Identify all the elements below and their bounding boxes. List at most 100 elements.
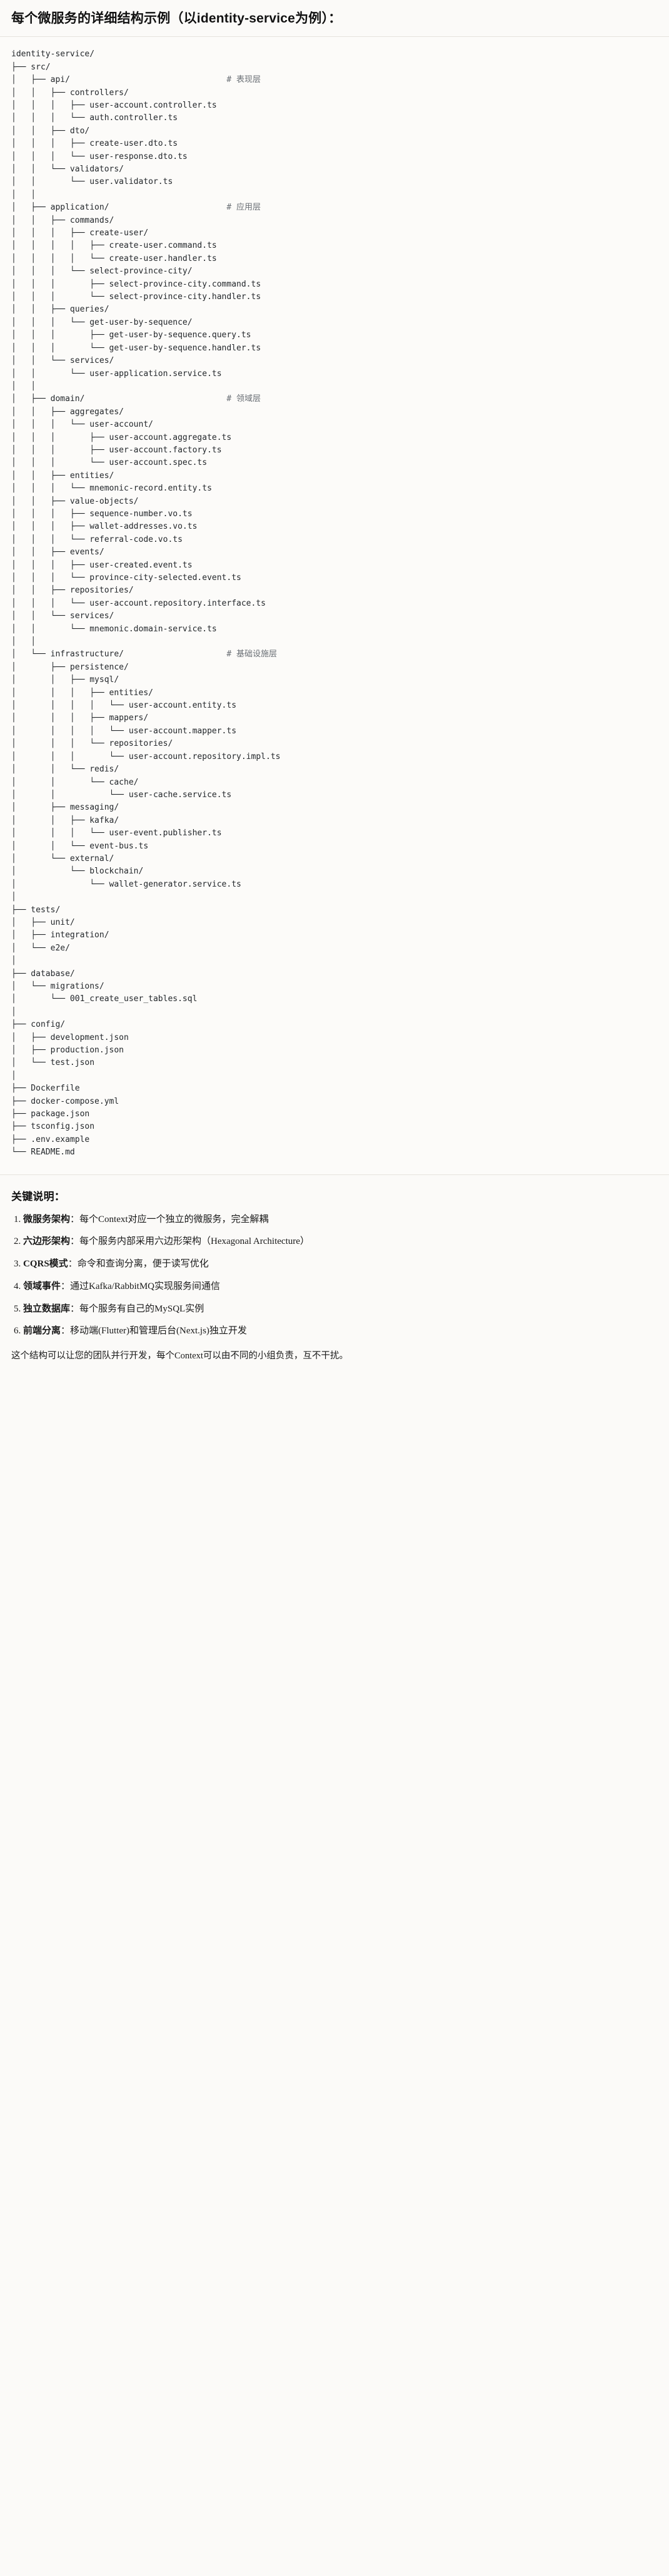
tree-divider bbox=[0, 1174, 669, 1175]
key-note-item: 3. CQRS模式：命令和查询分离，便于读写优化 bbox=[13, 1258, 658, 1271]
tree-line: │ └── infrastructure/ # 基础设施层 bbox=[11, 649, 278, 659]
tree-line: │ │ │ │ ├── create-user.command.ts bbox=[11, 241, 217, 251]
tree-line: │ │ └── mnemonic.domain-service.ts bbox=[11, 624, 217, 634]
key-note-text: 命令和查询分离，便于读写优化 bbox=[77, 1259, 209, 1270]
tree-line: │ ├── unit/ bbox=[11, 917, 75, 927]
tree-line: │ │ bbox=[11, 381, 36, 391]
tree-line: │ │ │ ├── user-account.factory.ts bbox=[11, 445, 222, 455]
tree-line: │ ├── messaging/ bbox=[11, 803, 119, 813]
tree-line: │ │ │ └── get-user-by-sequence/ bbox=[11, 317, 193, 327]
tree-line: identity-service/ bbox=[11, 49, 95, 59]
tree-layer-comment: # 基础设施层 bbox=[226, 649, 278, 659]
tree-layer-comment: # 表现层 bbox=[226, 75, 261, 85]
key-note-separator: ： bbox=[70, 1236, 80, 1247]
key-note-term: 前端分离 bbox=[23, 1326, 61, 1336]
tree-line: │ │ │ └── repositories/ bbox=[11, 739, 173, 749]
tree-line: │ ├── domain/ # 领域层 bbox=[11, 394, 261, 404]
tree-line: │ bbox=[11, 1071, 16, 1081]
tree-line: │ │ │ ├── user-account.controller.ts bbox=[11, 100, 217, 110]
tree-line: │ └── wallet-generator.service.ts bbox=[11, 879, 241, 889]
tree-line: │ │ └── services/ bbox=[11, 611, 114, 621]
tree-line: │ └── 001_create_user_tables.sql bbox=[11, 994, 198, 1004]
tree-line: │ bbox=[11, 892, 16, 902]
tree-line: │ │ ├── value-objects/ bbox=[11, 496, 139, 506]
key-note-separator: ： bbox=[70, 1214, 80, 1224]
key-note-text: 每个服务内部采用六边形架构（Hexagonal Architecture） bbox=[79, 1236, 309, 1247]
tree-line: │ │ │ └── user-account.repository.impl.t… bbox=[11, 751, 281, 761]
key-notes-list: 1. 微服务架构：每个Context对应一个独立的微服务，完全解耦 2. 六边形架… bbox=[11, 1213, 658, 1339]
tree-line: │ │ └── cache/ bbox=[11, 777, 139, 787]
tree-line: │ │ │ └── mnemonic-record.entity.ts bbox=[11, 484, 212, 494]
tree-line: │ │ │ ├── user-account.aggregate.ts bbox=[11, 432, 232, 442]
tree-line: │ │ │ ├── create-user.dto.ts bbox=[11, 139, 178, 149]
tree-line: │ │ └── redis/ bbox=[11, 765, 119, 775]
directory-tree-block: identity-service/├── src/│ ├── api/ # 表现… bbox=[0, 37, 669, 1174]
tree-line: │ │ │ └── user-event.publisher.ts bbox=[11, 828, 222, 838]
tree-line: │ │ │ ├── select-province-city.command.t… bbox=[11, 279, 261, 289]
key-note-separator: ： bbox=[70, 1303, 80, 1314]
tree-line: │ └── migrations/ bbox=[11, 982, 104, 991]
key-note-number: 6. bbox=[14, 1326, 23, 1336]
tree-line: │ │ │ ├── wallet-addresses.vo.ts bbox=[11, 522, 198, 532]
key-note-number: 4. bbox=[14, 1281, 23, 1291]
tree-layer-comment: # 应用层 bbox=[226, 203, 261, 213]
tree-line: │ │ ├── entities/ bbox=[11, 471, 114, 481]
tree-line: │ │ └── validators/ bbox=[11, 165, 124, 174]
tree-line: ├── tests/ bbox=[11, 905, 61, 915]
tree-line: │ │ │ ├── create-user/ bbox=[11, 228, 149, 238]
tree-line: │ │ ├── controllers/ bbox=[11, 88, 129, 98]
key-note-text: 每个Context对应一个独立的微服务，完全解耦 bbox=[79, 1214, 269, 1224]
tree-line: │ │ │ ├── entities/ bbox=[11, 688, 153, 698]
heading-divider bbox=[0, 36, 669, 38]
key-note-item: 4. 领域事件：通过Kafka/RabbitMQ实现服务间通信 bbox=[13, 1280, 658, 1294]
tree-line: │ │ └── event-bus.ts bbox=[11, 841, 149, 851]
tree-line: │ │ ├── mysql/ bbox=[11, 675, 119, 685]
tree-line: │ └── test.json bbox=[11, 1058, 95, 1068]
tree-line: ├── database/ bbox=[11, 969, 75, 979]
tree-line: │ │ │ │ └── user-account.mapper.ts bbox=[11, 726, 237, 736]
key-note-term: 微服务架构 bbox=[23, 1214, 71, 1224]
tree-line: │ ├── api/ # 表现层 bbox=[11, 75, 261, 85]
tree-line: │ │ │ │ └── user-account.entity.ts bbox=[11, 701, 237, 711]
tree-line: │ │ ├── aggregates/ bbox=[11, 407, 124, 417]
key-note-text: 每个服务有自己的MySQL实例 bbox=[79, 1303, 204, 1314]
tree-line: ├── docker-compose.yml bbox=[11, 1096, 119, 1106]
tree-line: │ │ │ └── user-account.repository.interf… bbox=[11, 598, 266, 608]
key-note-number: 3. bbox=[14, 1259, 23, 1270]
tree-line: ├── config/ bbox=[11, 1020, 66, 1030]
tree-line: │ └── blockchain/ bbox=[11, 867, 144, 877]
key-note-item: 2. 六边形架构：每个服务内部采用六边形架构（Hexagonal Archite… bbox=[13, 1235, 658, 1249]
tree-layer-comment: # 领域层 bbox=[226, 394, 261, 404]
tree-line: ├── tsconfig.json bbox=[11, 1122, 95, 1132]
tree-line: │ │ │ └── user-response.dto.ts bbox=[11, 151, 188, 161]
tree-line: │ │ └── user-application.service.ts bbox=[11, 369, 222, 379]
tree-line: └── README.md bbox=[11, 1148, 75, 1158]
page-title: 每个微服务的详细结构示例（以identity-service为例）： bbox=[11, 11, 342, 26]
tree-line: │ │ │ │ └── create-user.handler.ts bbox=[11, 253, 217, 263]
key-note-separator: ： bbox=[68, 1259, 78, 1270]
tree-line: │ │ ├── repositories/ bbox=[11, 586, 134, 596]
tree-line: │ │ │ ├── mappers/ bbox=[11, 713, 149, 723]
key-note-term: CQRS模式 bbox=[23, 1259, 68, 1270]
key-note-term: 领域事件 bbox=[23, 1281, 61, 1291]
tree-line: │ ├── persistence/ bbox=[11, 662, 129, 672]
tree-line: │ ├── integration/ bbox=[11, 930, 109, 940]
tree-line: │ └── external/ bbox=[11, 853, 114, 863]
tree-line: ├── Dockerfile bbox=[11, 1084, 80, 1094]
tree-line: │ │ └── services/ bbox=[11, 356, 114, 366]
tree-line: │ bbox=[11, 1007, 16, 1017]
tree-line: │ │ │ └── select-province-city/ bbox=[11, 267, 193, 277]
key-note-text: 通过Kafka/RabbitMQ实现服务间通信 bbox=[70, 1281, 221, 1291]
directory-tree: identity-service/├── src/│ ├── api/ # 表现… bbox=[11, 48, 658, 1159]
tree-line: │ ├── application/ # 应用层 bbox=[11, 203, 261, 213]
key-note-text: 移动端(Flutter)和管理后台(Next.js)独立开发 bbox=[70, 1326, 247, 1336]
key-note-item: 6. 前端分离：移动端(Flutter)和管理后台(Next.js)独立开发 bbox=[13, 1325, 658, 1338]
key-note-item: 1. 微服务架构：每个Context对应一个独立的微服务，完全解耦 bbox=[13, 1213, 658, 1227]
key-note-number: 5. bbox=[14, 1303, 23, 1314]
tree-line: │ │ │ └── referral-code.vo.ts bbox=[11, 534, 183, 544]
key-note-separator: ： bbox=[61, 1326, 71, 1336]
tree-line: │ └── e2e/ bbox=[11, 943, 70, 953]
tree-line: │ │ │ └── get-user-by-sequence.handler.t… bbox=[11, 343, 261, 353]
tree-line: │ │ │ └── user-account.spec.ts bbox=[11, 458, 208, 468]
